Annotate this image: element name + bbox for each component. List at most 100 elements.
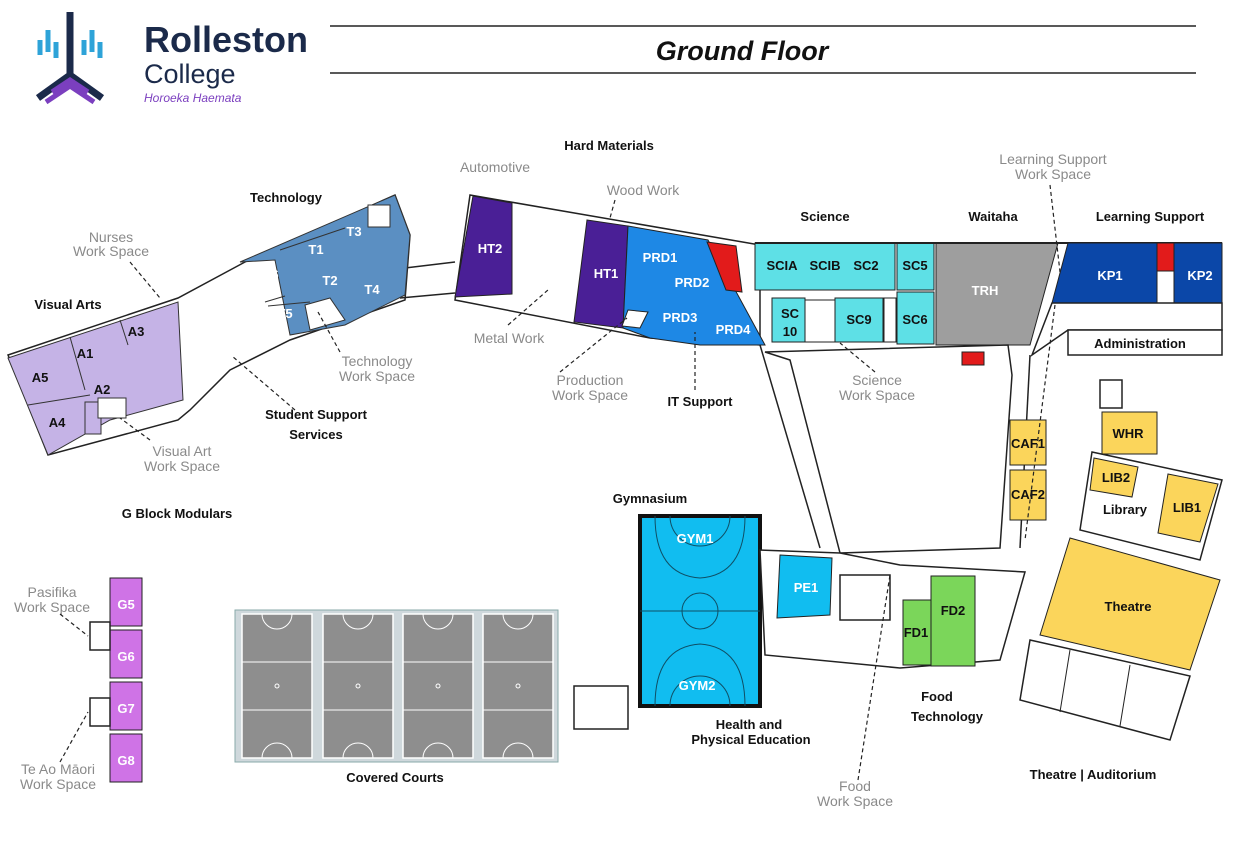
administration-block[interactable] [1067, 329, 1223, 356]
label-nurses-line2: Work Space [73, 243, 149, 259]
room-sc10-line2[interactable]: 10 [783, 324, 797, 339]
room-fd1[interactable]: FD1 [904, 625, 929, 640]
label-science-ws-line2: Work Space [839, 387, 915, 403]
college-logo: Rolleston College Horoeka Haemata [35, 12, 308, 105]
room-t1[interactable]: T1 [308, 242, 323, 257]
room-sc10-line1[interactable]: SC [781, 306, 800, 321]
covered-courts[interactable] [234, 609, 559, 763]
room-t4[interactable]: T4 [364, 282, 380, 297]
room-ht1[interactable]: HT1 [594, 266, 619, 281]
room-pe1[interactable]: PE1 [794, 580, 819, 595]
room-g6[interactable]: G6 [117, 649, 134, 664]
gym-store [573, 685, 629, 730]
area-food-tech-line2: Technology [911, 709, 984, 724]
room-a1[interactable]: A1 [77, 346, 94, 361]
room-sc6-area[interactable] [896, 291, 935, 345]
room-prd2[interactable]: PRD2 [675, 275, 710, 290]
technology-work-space-room[interactable] [304, 297, 346, 331]
area-hard-materials: Hard Materials [564, 138, 654, 153]
room-ht2[interactable]: HT2 [478, 241, 503, 256]
room-scib[interactable]: SCIB [809, 258, 840, 273]
room-theatre[interactable]: Theatre [1105, 599, 1152, 614]
area-food-tech-line1: Food [921, 689, 953, 704]
room-theatre-area[interactable] [1039, 537, 1221, 671]
room-fd2-area[interactable] [930, 575, 976, 667]
room-trh[interactable]: TRH [972, 283, 999, 298]
room-sc6[interactable]: SC6 [902, 312, 927, 327]
room-t5[interactable]: T5 [277, 306, 292, 321]
technology-block[interactable] [239, 194, 411, 336]
room-sc10-area[interactable] [771, 297, 806, 343]
area-science: Science [800, 209, 849, 224]
te-ao-maori-work-space-room[interactable] [89, 697, 111, 727]
library-entrance [1099, 379, 1123, 409]
room-g5-area[interactable] [109, 577, 143, 627]
room-scia[interactable]: SCIA [766, 258, 798, 273]
room-lib2[interactable]: LIB2 [1102, 470, 1130, 485]
area-health-pe-line1: Health and [716, 717, 783, 732]
science-work-space-room[interactable] [804, 299, 836, 343]
room-caf2-area[interactable] [1009, 469, 1047, 521]
room-lib1[interactable]: LIB1 [1173, 500, 1201, 515]
area-student-support-line1: Student Support [265, 407, 367, 422]
red-marker-courtyard [961, 351, 985, 366]
gymnasium-court-lines [640, 515, 760, 707]
room-prd1[interactable]: PRD1 [643, 250, 678, 265]
label-te-ao-maori-ws-line1: Te Ao Māori [21, 761, 95, 777]
area-visual-arts: Visual Arts [34, 297, 101, 312]
room-lib2-area[interactable] [1089, 457, 1139, 498]
label-production-ws-line2: Work Space [552, 387, 628, 403]
room-sc9-area[interactable] [834, 297, 884, 343]
visual-arts-block[interactable] [7, 301, 184, 456]
label-learning-support-ws-line2: Work Space [1015, 166, 1091, 182]
room-sc9[interactable]: SC9 [846, 312, 871, 327]
room-g6-area[interactable] [109, 629, 143, 679]
health-store [839, 574, 891, 621]
area-g-block: G Block Modulars [122, 506, 233, 521]
room-a2[interactable]: A2 [94, 382, 111, 397]
room-t6[interactable]: T6 [263, 267, 278, 282]
label-metal-work: Metal Work [474, 330, 546, 346]
red-marker-hard-materials [706, 241, 743, 293]
room-sc5[interactable]: SC5 [902, 258, 927, 273]
room-a4[interactable]: A4 [49, 415, 66, 430]
area-student-support-line2: Services [289, 427, 343, 442]
room-g5[interactable]: G5 [117, 597, 134, 612]
room-caf2[interactable]: CAF2 [1011, 487, 1045, 502]
room-pe1-area[interactable] [776, 554, 833, 619]
room-kp2[interactable]: KP2 [1187, 268, 1212, 283]
room-g7[interactable]: G7 [117, 701, 134, 716]
room-a5[interactable]: A5 [32, 370, 49, 385]
room-gym1[interactable]: GYM1 [677, 531, 714, 546]
room-caf1[interactable]: CAF1 [1011, 436, 1045, 451]
logo-name-2: College [144, 59, 236, 89]
science-store [883, 297, 897, 343]
room-prd4[interactable]: PRD4 [716, 322, 751, 337]
production-block[interactable] [622, 225, 766, 346]
room-sc2[interactable]: SC2 [853, 258, 878, 273]
room-caf1-area[interactable] [1009, 419, 1047, 466]
room-gym2[interactable]: GYM2 [679, 678, 716, 693]
room-fd2[interactable]: FD2 [941, 603, 966, 618]
room-t2[interactable]: T2 [322, 273, 337, 288]
visual-art-work-space-room[interactable] [97, 397, 127, 419]
production-work-space-room[interactable] [621, 309, 649, 329]
room-g8-area[interactable] [109, 733, 143, 783]
room-whr-area[interactable] [1101, 411, 1158, 455]
room-t3[interactable]: T3 [346, 224, 361, 239]
label-food-ws-line2: Work Space [817, 793, 893, 809]
pasifika-work-space-room[interactable] [89, 621, 111, 651]
room-kp1[interactable]: KP1 [1097, 268, 1122, 283]
room-g7-area[interactable] [109, 681, 143, 731]
room-a3[interactable]: A3 [128, 324, 145, 339]
area-theatre-auditorium: Theatre | Auditorium [1030, 767, 1157, 782]
area-waitaha: Waitaha [968, 209, 1018, 224]
room-prd3[interactable]: PRD3 [663, 310, 698, 325]
room-whr[interactable]: WHR [1112, 426, 1144, 441]
label-visual-art-ws-line2: Work Space [144, 458, 220, 474]
label-visual-art-ws-line1: Visual Art [153, 443, 212, 459]
room-ht2-area[interactable] [454, 195, 513, 298]
room-g8[interactable]: G8 [117, 753, 134, 768]
room-lib1-area[interactable] [1157, 473, 1219, 543]
